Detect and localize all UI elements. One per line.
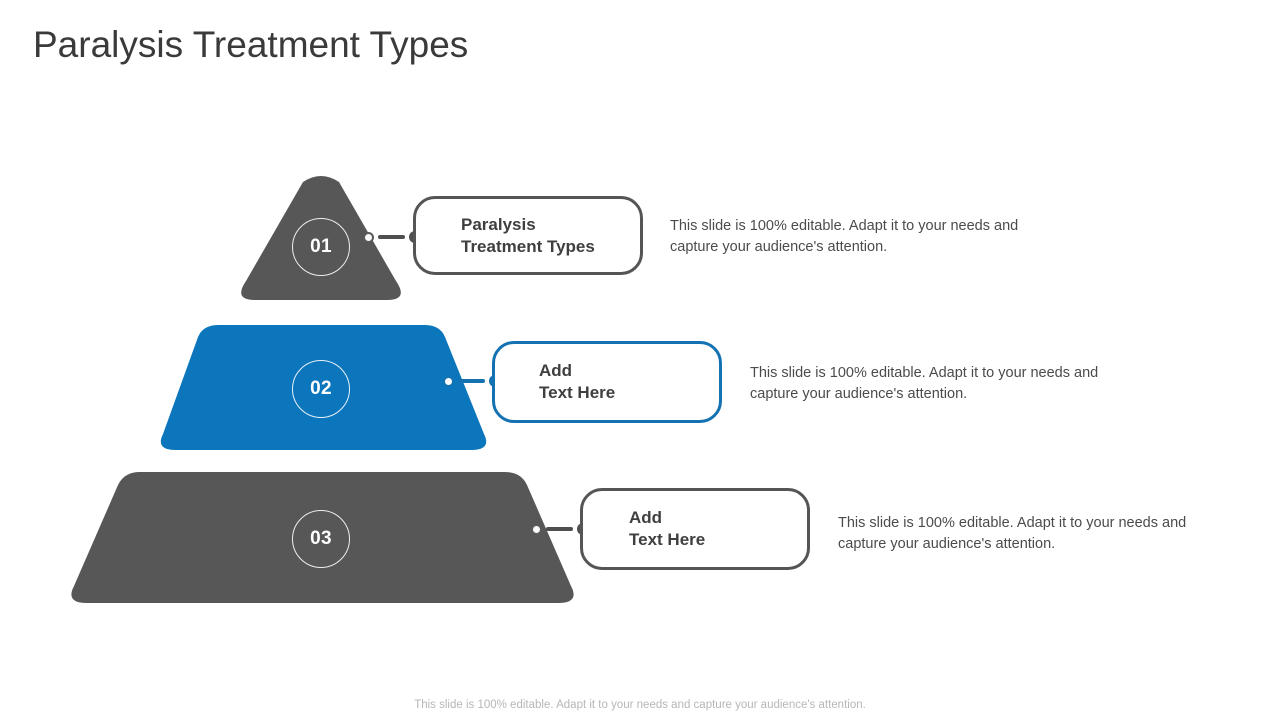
tier-2-label-box[interactable]: Add Text Here (492, 341, 722, 423)
tier-1-label-box[interactable]: Paralysis Treatment Types (413, 196, 643, 275)
tier-3-number: 03 (310, 528, 332, 549)
tier-3-number-badge: 03 (292, 510, 350, 568)
connector-ring-icon (443, 375, 454, 387)
tier-2-number: 02 (310, 378, 332, 399)
tier-2-description: This slide is 100% editable. Adapt it to… (750, 365, 1099, 402)
tier-1-number-badge: 01 (292, 218, 350, 276)
connector-dash-icon (378, 235, 405, 239)
connector-ring-icon (363, 231, 374, 243)
tier-1-description: This slide is 100% editable. Adapt it to… (670, 218, 1019, 255)
tier-1-number: 01 (310, 236, 332, 257)
tier-3-label-box[interactable]: Add Text Here (580, 488, 810, 570)
connector-dash-icon (458, 379, 485, 383)
tier-1-label-text: Paralysis Treatment Types (461, 214, 595, 256)
connector-dash-icon (546, 527, 573, 531)
page-title: Paralysis Treatment Types (33, 24, 469, 65)
connector-ring-icon (531, 523, 542, 535)
footer-note: This slide is 100% editable. Adapt it to… (414, 699, 866, 711)
tier-3-description: This slide is 100% editable. Adapt it to… (838, 515, 1187, 552)
tier-2-label-text: Add Text Here (539, 361, 616, 402)
tier-3-label-text: Add Text Here (629, 508, 706, 549)
tier-2-number-badge: 02 (292, 360, 350, 418)
